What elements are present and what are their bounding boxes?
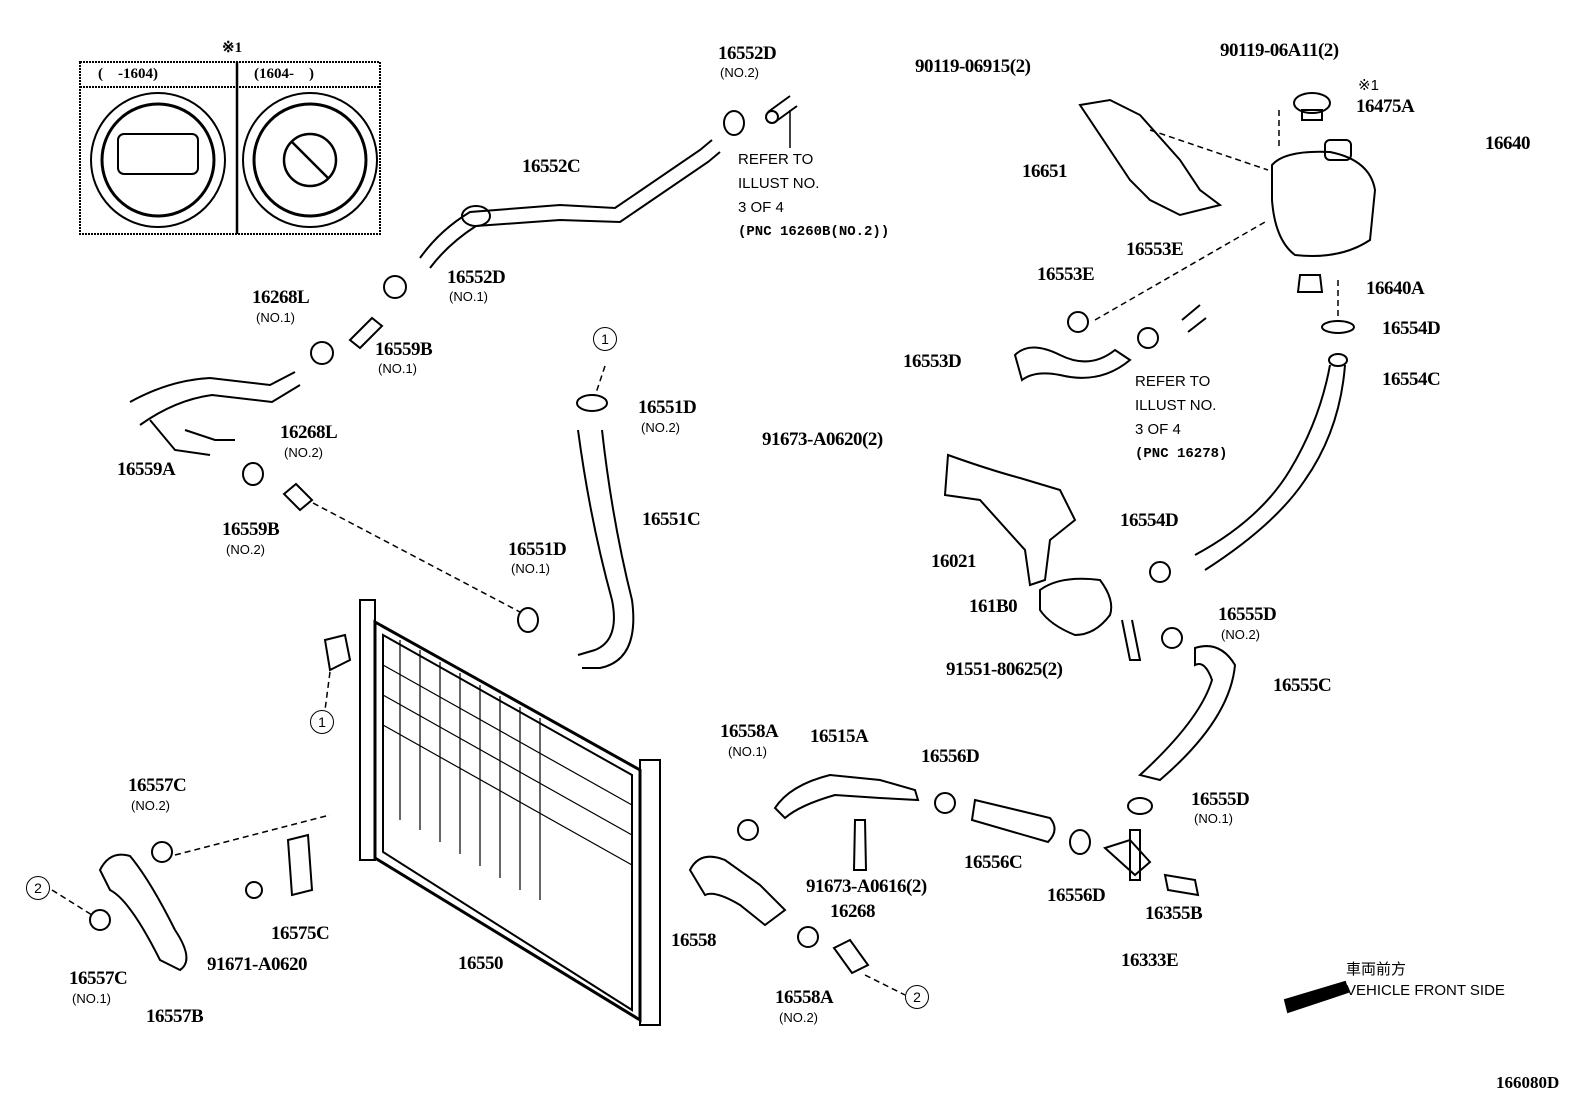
reservoir-16640-drawing: [1078, 92, 1377, 334]
part-16557b[interactable]: 16557B: [146, 1006, 204, 1027]
part-16551d-no2-sub: (NO.2): [641, 420, 680, 435]
inset-header-right: (1604- ): [254, 66, 314, 82]
hose-16557b-drawing: [89, 833, 314, 972]
front-arrow-icon: [1282, 984, 1283, 985]
part-16552c[interactable]: 16552C: [522, 156, 581, 177]
part-16555d-no1[interactable]: 16555D: [1191, 789, 1250, 810]
part-16559b-no2-sub: (NO.2): [226, 542, 265, 557]
part-16559b-no1-sub: (NO.1): [378, 361, 417, 376]
part-16268l-no2[interactable]: 16268L: [280, 422, 338, 443]
dashed-leaders: [51, 110, 1339, 996]
radiator-drawing: [323, 599, 661, 1026]
part-16553e-a[interactable]: 16553E: [1037, 264, 1095, 285]
part-16640a[interactable]: 16640A: [1366, 278, 1425, 299]
part-16551c[interactable]: 16551C: [642, 509, 701, 530]
part-16552d-no1-sub: (NO.1): [449, 289, 488, 304]
part-16557c-no2-sub: (NO.2): [131, 798, 170, 813]
cap-inset-frame: [79, 61, 381, 235]
part-16556d-top[interactable]: 16556D: [921, 746, 980, 767]
inset-mark: ※1: [222, 40, 243, 56]
part-90119-06a11[interactable]: 90119-06A11(2): [1220, 40, 1339, 61]
part-16575c[interactable]: 16575C: [271, 923, 330, 944]
hoses-lower-middle-drawing: [688, 773, 1350, 1014]
part-161b0[interactable]: 161B0: [969, 596, 1018, 617]
part-16268l-no2-sub: (NO.2): [284, 445, 323, 460]
hose-16551c-drawing: [517, 394, 635, 669]
part-16551d-no1-sub: (NO.1): [511, 561, 550, 576]
circle-ref-2-bottom[interactable]: 2: [905, 985, 929, 1009]
part-16553e-b[interactable]: 16553E: [1126, 239, 1184, 260]
illustration-code: 166080D: [1496, 1073, 1560, 1092]
part-16559b-no2[interactable]: 16559B: [222, 519, 280, 540]
circle-ref-1-top[interactable]: 1: [593, 327, 617, 351]
part-16557c-no2[interactable]: 16557C: [128, 775, 187, 796]
part-91673-a0620[interactable]: 91673-A0620(2): [762, 429, 883, 450]
part-16558a-no2[interactable]: 16558A: [775, 987, 834, 1008]
part-16640[interactable]: 16640: [1485, 133, 1531, 154]
part-16551d-no2[interactable]: 16551D: [638, 397, 697, 418]
part-91551-80625[interactable]: 91551-80625(2): [946, 659, 1063, 680]
part-16557c-no1[interactable]: 16557C: [69, 968, 128, 989]
part-91673-a0616[interactable]: 91673-A0616(2): [806, 876, 927, 897]
part-16333e[interactable]: 16333E: [1121, 950, 1179, 971]
part-16475a-mark: ※1: [1358, 77, 1379, 94]
hose-16552c-drawing: [419, 95, 798, 269]
part-16552d-no1[interactable]: 16552D: [447, 267, 506, 288]
part-16557c-no1-sub: (NO.1): [72, 991, 111, 1006]
part-16551d-no1[interactable]: 16551D: [508, 539, 567, 560]
part-16550[interactable]: 16550: [458, 953, 504, 974]
part-16021[interactable]: 16021: [931, 551, 977, 572]
part-16268l-no1[interactable]: 16268L: [252, 287, 310, 308]
vehicle-front-jp: 車両前方: [1346, 961, 1407, 978]
part-16553d[interactable]: 16553D: [903, 351, 962, 372]
inset-header-left: ( -1604): [98, 66, 158, 82]
part-16556d-bot[interactable]: 16556D: [1047, 885, 1106, 906]
part-16559b-no1[interactable]: 16559B: [375, 339, 433, 360]
part-16555d-no2[interactable]: 16555D: [1218, 604, 1277, 625]
part-16552d-no2[interactable]: 16552D: [718, 43, 777, 64]
part-16515a[interactable]: 16515A: [810, 726, 869, 747]
part-16552d-no2-sub: (NO.2): [720, 65, 759, 80]
part-91671-a0620[interactable]: 91671-A0620: [207, 954, 308, 975]
part-16558[interactable]: 16558: [671, 930, 717, 951]
circle-ref-1-radiator[interactable]: 1: [310, 710, 334, 734]
part-16555d-no1-sub: (NO.1): [1194, 811, 1233, 826]
part-16355b[interactable]: 16355B: [1145, 903, 1203, 924]
part-16554d-mid[interactable]: 16554D: [1120, 510, 1179, 531]
hoses-right-drawing: [943, 304, 1348, 815]
vehicle-front-en: VEHICLE FRONT SIDE: [1346, 982, 1505, 999]
part-16558a-no1[interactable]: 16558A: [720, 721, 779, 742]
part-16556c[interactable]: 16556C: [964, 852, 1023, 873]
part-16558a-no1-sub: (NO.1): [728, 744, 767, 759]
part-90119-06915[interactable]: 90119-06915(2): [915, 56, 1031, 77]
part-16268[interactable]: 16268: [830, 901, 876, 922]
part-16558a-no2-sub: (NO.2): [779, 1010, 818, 1025]
clamps-upper-left: [129, 275, 407, 512]
circle-ref-2-left[interactable]: 2: [26, 876, 50, 900]
part-16268l-no1-sub: (NO.1): [256, 310, 295, 325]
part-16554c[interactable]: 16554C: [1382, 369, 1441, 390]
part-16555c[interactable]: 16555C: [1273, 675, 1332, 696]
part-16559a[interactable]: 16559A: [117, 459, 176, 480]
part-16555d-no2-sub: (NO.2): [1221, 627, 1260, 642]
part-16475a[interactable]: 16475A: [1356, 96, 1415, 117]
part-16554d-top[interactable]: 16554D: [1382, 318, 1441, 339]
part-16651[interactable]: 16651: [1022, 161, 1068, 182]
